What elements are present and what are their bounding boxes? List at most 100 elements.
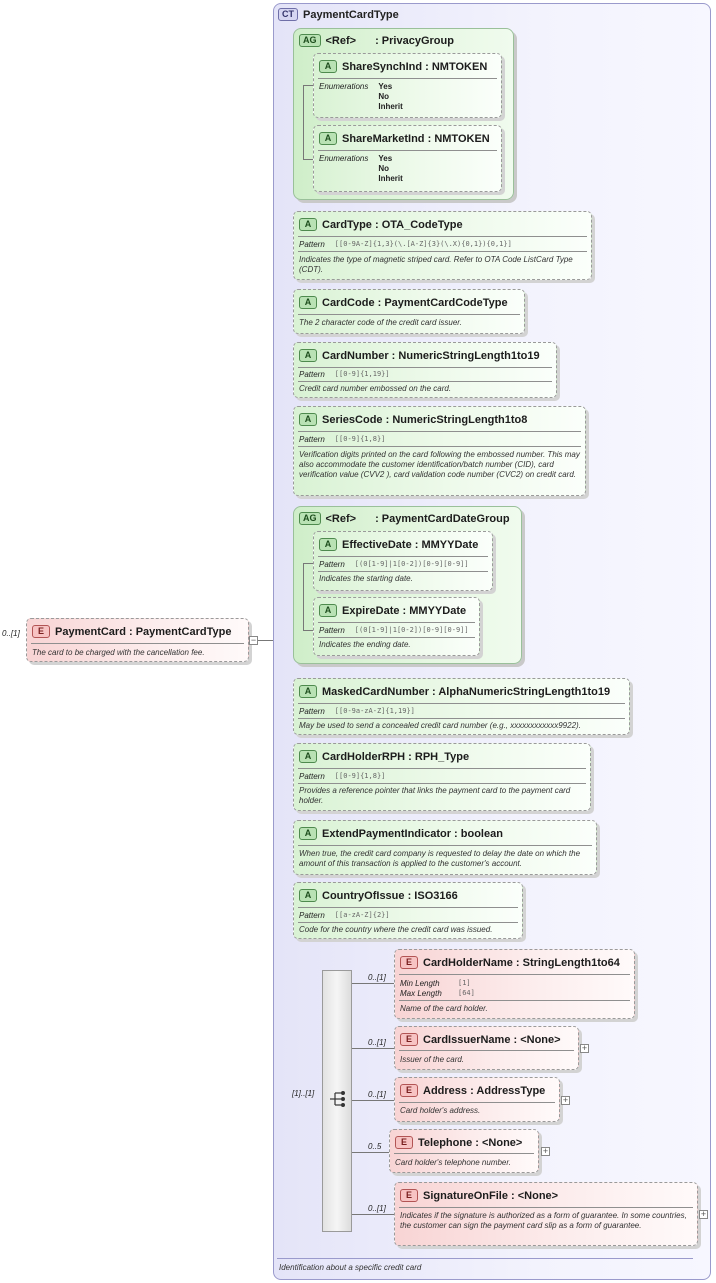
element-address[interactable]: E Address : AddressType Card holder's ad… [394, 1077, 560, 1122]
divider [298, 431, 581, 432]
divider [318, 637, 475, 638]
facet-value: [[0-9a-zA-Z]{1,19}] [334, 707, 415, 715]
attribute-badge: A [299, 685, 317, 698]
attribute-card-code[interactable]: A CardCode : PaymentCardCodeType The 2 c… [293, 289, 525, 334]
complex-type-description: Identification about a specific credit c… [279, 1263, 422, 1272]
attribute-badge: A [299, 827, 317, 840]
element-name: Address : AddressType [423, 1084, 546, 1097]
element-name: Telephone : <None> [418, 1136, 523, 1149]
attribute-name: EffectiveDate : MMYYDate [342, 538, 479, 551]
attribute-badge: A [319, 132, 337, 145]
facet-value: [64] [458, 989, 475, 997]
attribute-card-type[interactable]: A CardType : OTA_CodeType Pattern [[0-9A… [293, 211, 592, 280]
divider [298, 314, 520, 315]
divider [318, 556, 488, 557]
attribute-description: When true, the credit card company is re… [299, 849, 581, 868]
facet-label: Pattern [319, 560, 345, 569]
element-cardinality: 0..[1] [368, 973, 386, 982]
attribute-share-synch-ind[interactable]: A ShareSynchInd : NMTOKEN Enumerations Y… [313, 53, 502, 118]
attribute-name: CardType : OTA_CodeType [322, 218, 463, 231]
facet-value: [[a-zA-Z]{2}] [334, 911, 390, 919]
facet-label: Pattern [299, 240, 325, 249]
element-telephone[interactable]: E Telephone : <None> Card holder's telep… [389, 1129, 539, 1173]
group-branch-line [303, 85, 313, 86]
root-connector [249, 640, 283, 641]
element-badge: E [32, 625, 50, 638]
attribute-share-market-ind[interactable]: A ShareMarketInd : NMTOKEN Enumerations … [313, 125, 502, 192]
attribute-expire-date[interactable]: A ExpireDate : MMYYDate Pattern [(0[1-9]… [313, 597, 480, 656]
pattern-row: Pattern [[a-zA-Z]{2}] [299, 911, 390, 920]
sequence-cardinality: [1]..[1] [292, 1089, 315, 1098]
collapse-toggle[interactable]: − [249, 635, 258, 645]
element-card-issuer-name[interactable]: E CardIssuerName : <None> Issuer of the … [394, 1026, 579, 1070]
complex-type-name: PaymentCardType [303, 8, 399, 21]
element-description: Indicates if the signature is authorized… [400, 1211, 687, 1230]
element-signature-on-file[interactable]: E SignatureOnFile : <None> Indicates if … [394, 1182, 698, 1246]
attribute-card-holder-rph[interactable]: A CardHolderRPH : RPH_Type Pattern [[0-9… [293, 743, 591, 811]
element-name: CardHolderName : StringLength1to64 [423, 956, 620, 969]
element-card-holder-name[interactable]: E CardHolderName : StringLength1to64 Min… [394, 949, 635, 1019]
attribute-card-number[interactable]: A CardNumber : NumericStringLength1to19 … [293, 342, 557, 398]
attribute-description: Indicates the ending date. [319, 640, 411, 649]
attribute-badge: A [299, 750, 317, 763]
pattern-row: Pattern [[0-9a-zA-Z]{1,19}] [299, 707, 415, 716]
divider [298, 236, 587, 237]
divider [298, 718, 625, 719]
enumeration-values: Yes No Inherit [378, 154, 403, 183]
attribute-series-code[interactable]: A SeriesCode : NumericStringLength1to8 P… [293, 406, 586, 496]
expand-toggle[interactable]: + [541, 1146, 550, 1156]
element-badge: E [400, 956, 418, 969]
attribute-name: ShareMarketInd : NMTOKEN [342, 132, 490, 145]
attribute-group-badge: AG [299, 512, 321, 525]
expand-toggle[interactable]: + [561, 1095, 570, 1105]
attribute-effective-date[interactable]: A EffectiveDate : MMYYDate Pattern [(0[1… [313, 531, 493, 591]
attribute-name: CountryOfIssue : ISO3166 [322, 889, 458, 902]
attribute-country-of-issue[interactable]: A CountryOfIssue : ISO3166 Pattern [[a-z… [293, 882, 523, 939]
enumerations-row: Enumerations Yes No Inherit [319, 82, 403, 112]
element-badge: E [400, 1033, 418, 1046]
pattern-row: Pattern [(0[1-9]|1[0-2])[0-9][0-9]] [319, 626, 469, 635]
element-badge: E [395, 1136, 413, 1149]
sequence-icon [330, 1091, 345, 1107]
attribute-masked-card-number[interactable]: A MaskedCardNumber : AlphaNumericStringL… [293, 678, 630, 735]
attribute-group-ref: <Ref> [325, 34, 357, 47]
facet-label: Pattern [299, 435, 325, 444]
divider [399, 1050, 574, 1051]
attribute-name: ShareSynchInd : NMTOKEN [342, 60, 488, 73]
sequence-branch-line [352, 1048, 394, 1049]
divider [318, 622, 475, 623]
facet-value: [(0[1-9]|1[0-2])[0-9][0-9]] [354, 560, 469, 568]
sequence-compositor[interactable] [322, 970, 352, 1232]
facet-value: [(0[1-9]|1[0-2])[0-9][0-9]] [354, 626, 469, 634]
sequence-branch-line [352, 983, 394, 984]
expand-toggle[interactable]: + [580, 1043, 589, 1053]
group-branch-line [303, 159, 313, 160]
element-description: Card holder's telephone number. [395, 1158, 511, 1167]
divider [298, 251, 587, 252]
facet-label: Pattern [299, 707, 325, 716]
pattern-row: Pattern [[0-9A-Z]{1,3}(\.[A-Z]{3}(\.X){0… [299, 240, 512, 249]
divider [318, 571, 488, 572]
facet-label: Enumerations [319, 154, 369, 163]
attribute-extend-payment-indicator[interactable]: A ExtendPaymentIndicator : boolean When … [293, 820, 597, 875]
divider [31, 643, 244, 644]
enumeration-values: Yes No Inherit [378, 82, 403, 111]
divider [298, 703, 625, 704]
root-element-payment-card[interactable]: E PaymentCard : PaymentCardType The card… [26, 618, 249, 662]
min-length-row: Min Length [1] [400, 979, 471, 988]
attribute-name: CardCode : PaymentCardCodeType [322, 296, 508, 309]
element-description: Card holder's address. [400, 1106, 481, 1115]
attribute-name: CardHolderRPH : RPH_Type [322, 750, 470, 763]
sequence-branch-line [352, 1152, 389, 1153]
element-cardinality: 0..[1] [368, 1090, 386, 1099]
attribute-description: Credit card number embossed on the card. [299, 384, 452, 393]
element-description: Name of the card holder. [400, 1004, 488, 1013]
attribute-badge: A [299, 349, 317, 362]
facet-label: Min Length [400, 979, 440, 988]
attribute-badge: A [319, 604, 337, 617]
attribute-description: Indicates the starting date. [319, 574, 413, 583]
attribute-badge: A [299, 413, 317, 426]
expand-toggle[interactable]: + [699, 1209, 708, 1219]
divider [318, 78, 497, 79]
facet-value: [[0-9A-Z]{1,3}(\.[A-Z]{3}(\.X){0,1}){0,1… [334, 240, 512, 248]
